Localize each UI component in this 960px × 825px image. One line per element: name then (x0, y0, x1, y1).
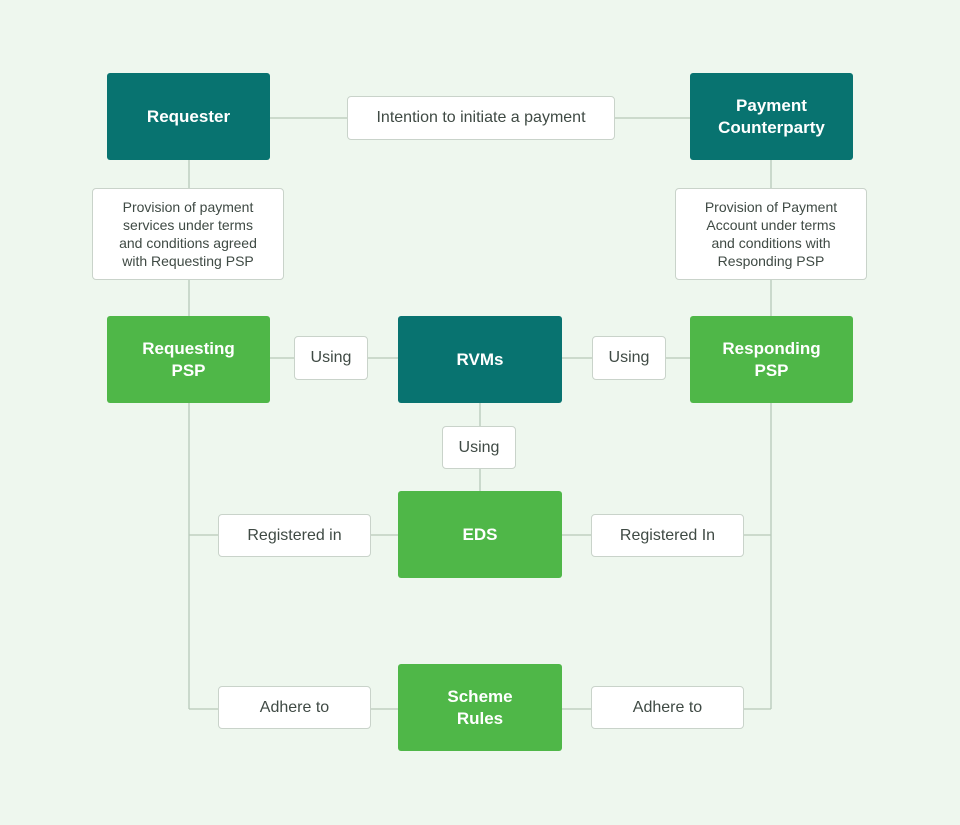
payment-counterparty-node: Payment Counterparty (690, 73, 853, 160)
responding-psp-node: Responding PSP (690, 316, 853, 403)
adhere-to-right-label: Adhere to (591, 686, 744, 729)
provision-requesting-label: Provision of payment services under term… (92, 188, 284, 280)
adhere-to-left-label: Adhere to (218, 686, 371, 729)
requesting-psp-node: Requesting PSP (107, 316, 270, 403)
intention-label: Intention to initiate a payment (347, 96, 615, 140)
scheme-rules-node: Scheme Rules (398, 664, 562, 751)
using-left-label: Using (294, 336, 368, 380)
registered-in-left-label: Registered in (218, 514, 371, 557)
eds-node: EDS (398, 491, 562, 578)
using-right-label: Using (592, 336, 666, 380)
using-down-label: Using (442, 426, 516, 469)
rvms-node: RVMs (398, 316, 562, 403)
provision-responding-label: Provision of Payment Account under terms… (675, 188, 867, 280)
requester-node: Requester (107, 73, 270, 160)
registered-in-right-label: Registered In (591, 514, 744, 557)
